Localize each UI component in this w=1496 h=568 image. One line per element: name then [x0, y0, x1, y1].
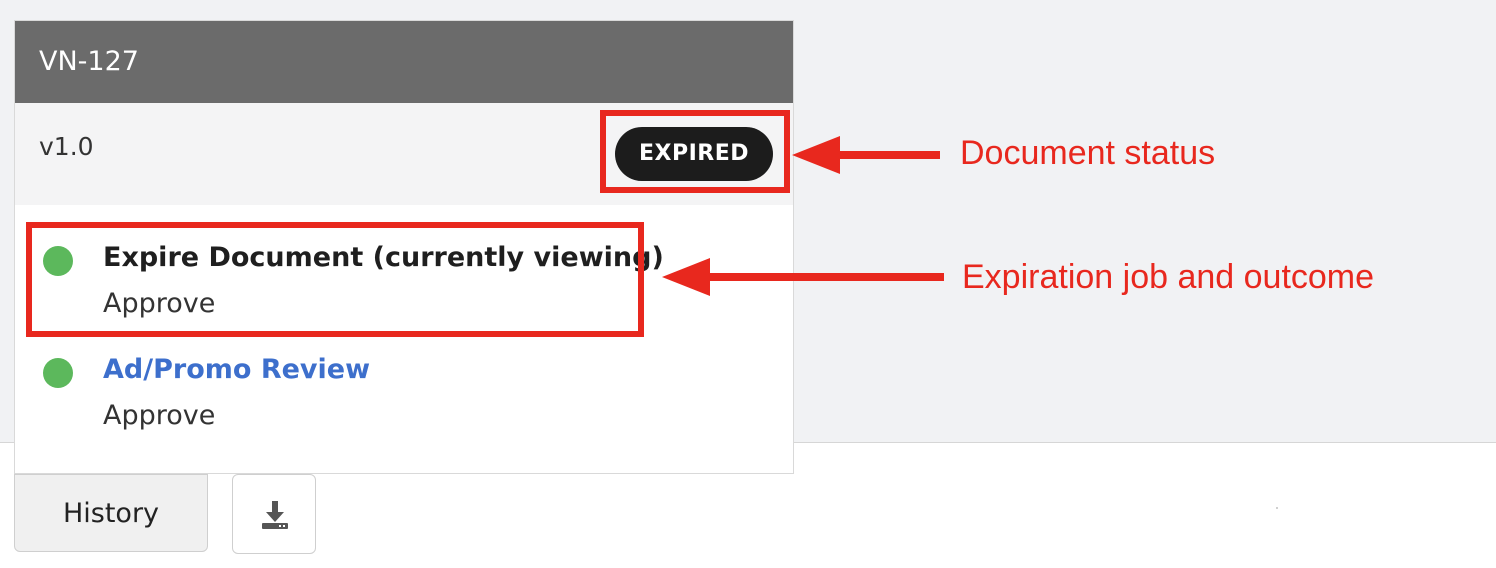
speck [1276, 507, 1278, 509]
status-annotation-label: Document status [960, 134, 1216, 172]
job-item-ad-promo: Ad/Promo Review Approve [15, 354, 795, 444]
status-dot-icon [43, 358, 73, 388]
document-panel: VN-127 v1.0 EXPIRED Expire Document (cur… [14, 20, 794, 474]
status-arrow-icon [792, 136, 940, 174]
job-highlight-box [26, 222, 644, 337]
history-button[interactable]: History [14, 474, 208, 552]
job-arrow-icon [662, 258, 944, 296]
status-highlight-box [600, 110, 790, 193]
download-icon [262, 501, 288, 529]
status-badge: EXPIRED [615, 127, 773, 181]
job-annotation-label: Expiration job and outcome [962, 258, 1375, 296]
document-id: VN-127 [15, 21, 793, 103]
job-item-expire: Expire Document (currently viewing) Appr… [15, 242, 795, 332]
job-title: Expire Document (currently viewing) [103, 242, 664, 273]
download-button[interactable] [232, 474, 316, 554]
status-dot-icon [43, 246, 73, 276]
job-outcome: Approve [103, 400, 216, 431]
job-title-link[interactable]: Ad/Promo Review [103, 354, 371, 385]
job-outcome: Approve [103, 288, 216, 319]
document-version: v1.0 [39, 132, 94, 161]
